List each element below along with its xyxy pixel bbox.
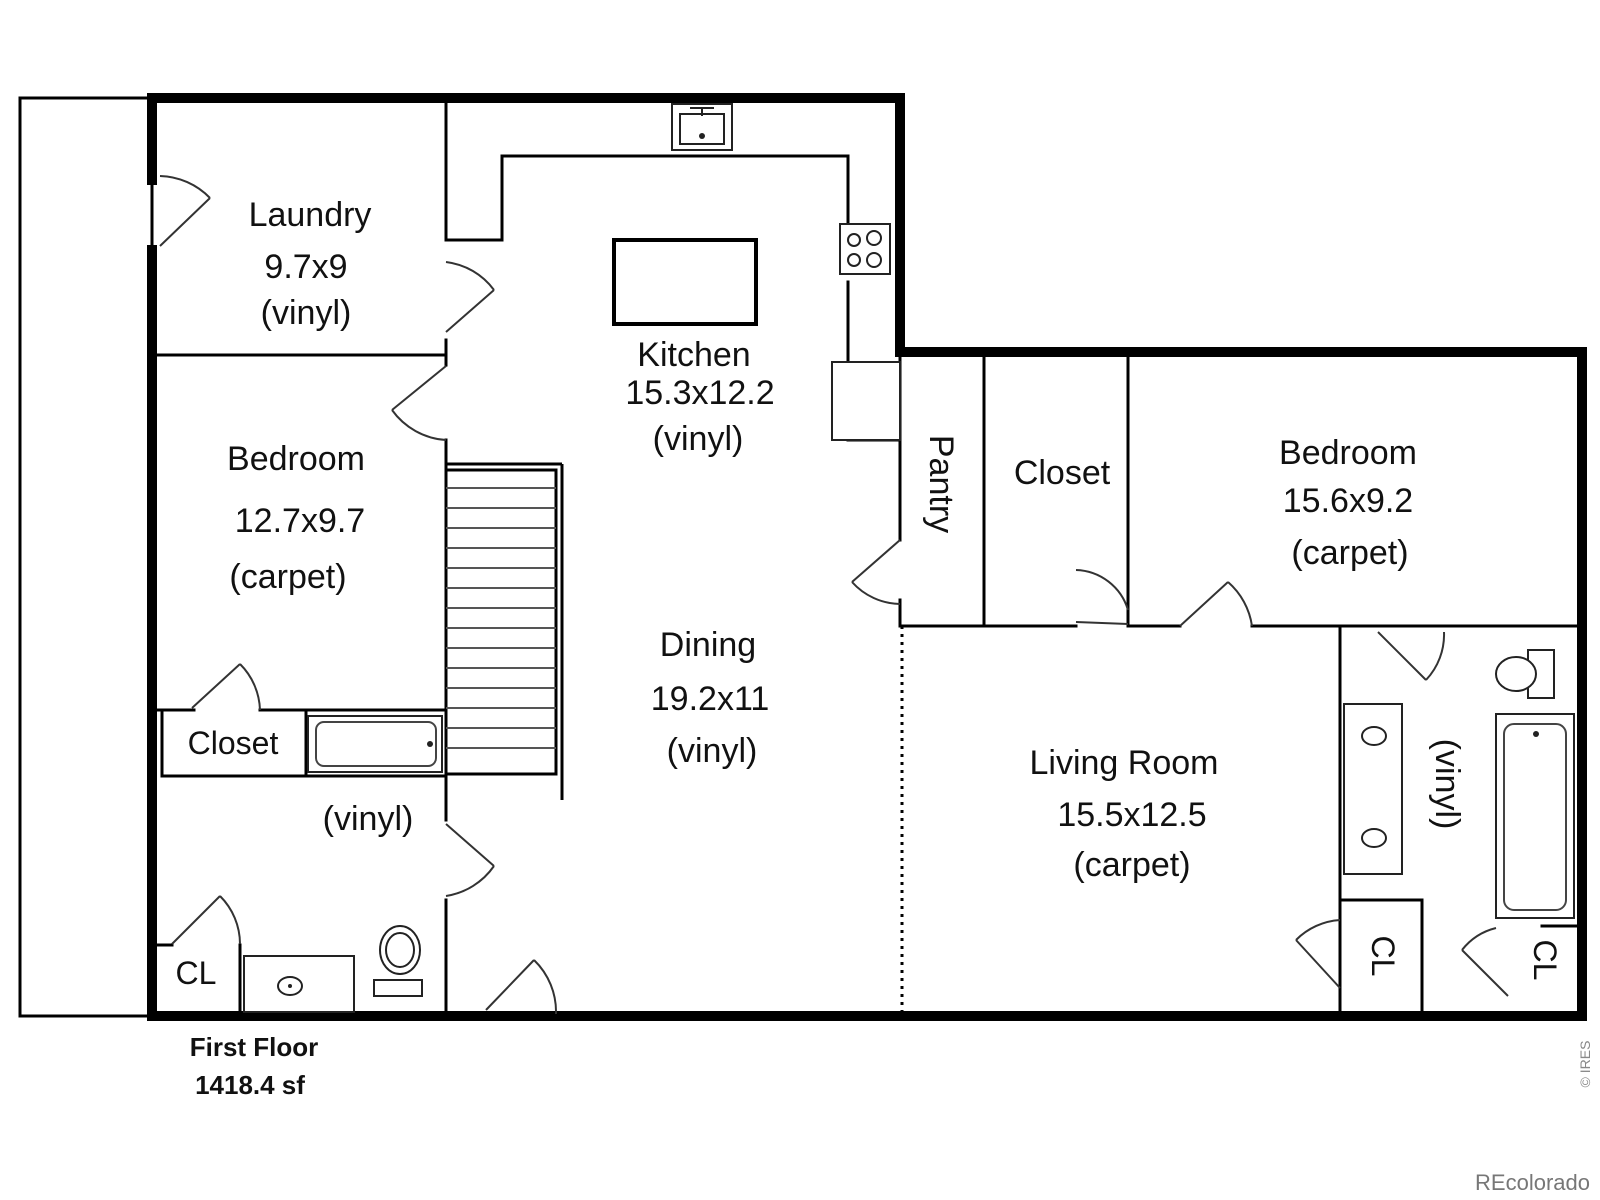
- closet-right-name: Closet: [1014, 454, 1111, 492]
- recolorado-watermark: REcolorado: [1475, 1170, 1590, 1195]
- bedroom-right-floor: (carpet): [1291, 534, 1408, 572]
- bathtub-icon: [307, 715, 443, 773]
- cl-bath-name: CL: [1527, 940, 1563, 981]
- sink-icon: [243, 955, 355, 1013]
- dining-size: 19.2x11: [651, 680, 769, 718]
- living-floor: (carpet): [1073, 846, 1190, 884]
- cl-living-name: CL: [1365, 936, 1401, 977]
- living-size: 15.5x12.5: [1057, 796, 1206, 834]
- bath-right-floor: (vinyl): [1428, 739, 1466, 830]
- dining-floor: (vinyl): [667, 732, 758, 770]
- exterior-porch: [18, 96, 154, 1018]
- bath-left-floor: (vinyl): [323, 800, 414, 838]
- kitchen-name: Kitchen: [637, 336, 750, 374]
- bedroom-left-floor: (carpet): [229, 558, 346, 596]
- laundry-name: Laundry: [249, 196, 372, 234]
- kitchen-sink-icon: [671, 103, 733, 151]
- bedroom-left-name: Bedroom: [227, 440, 365, 478]
- bathtub-icon: [1495, 713, 1575, 919]
- laundry-size: 9.7x9: [264, 248, 347, 286]
- toilet-icon: [1495, 649, 1555, 699]
- stove-icon: [839, 223, 891, 275]
- pantry-name: Pantry: [922, 435, 960, 533]
- kitchen-floor: (vinyl): [653, 420, 744, 458]
- dining-name: Dining: [660, 626, 756, 664]
- refrigerator-icon: [831, 361, 901, 441]
- staircase: [444, 462, 564, 800]
- kitchen-island: [612, 238, 758, 326]
- cl-bottom-left-name: CL: [176, 955, 217, 991]
- bedroom-left-size: 12.7x9.7: [235, 502, 365, 540]
- door-swings: [159, 175, 1509, 1015]
- vanity-icon: [1343, 703, 1403, 875]
- bedroom-right-size: 15.6x9.2: [1283, 482, 1413, 520]
- bedroom-right-name: Bedroom: [1279, 434, 1417, 472]
- laundry-floor: (vinyl): [261, 294, 352, 332]
- toilet-icon: [373, 925, 423, 997]
- kitchen-size: 15.3x12.2: [625, 374, 774, 412]
- living-name: Living Room: [1030, 744, 1219, 782]
- ires-watermark: © IRES: [1577, 1041, 1593, 1088]
- floor-name-caption: First Floor: [190, 1032, 319, 1062]
- floor-area-caption: 1418.4 sf: [195, 1070, 305, 1100]
- closet-left-name: Closet: [188, 725, 279, 761]
